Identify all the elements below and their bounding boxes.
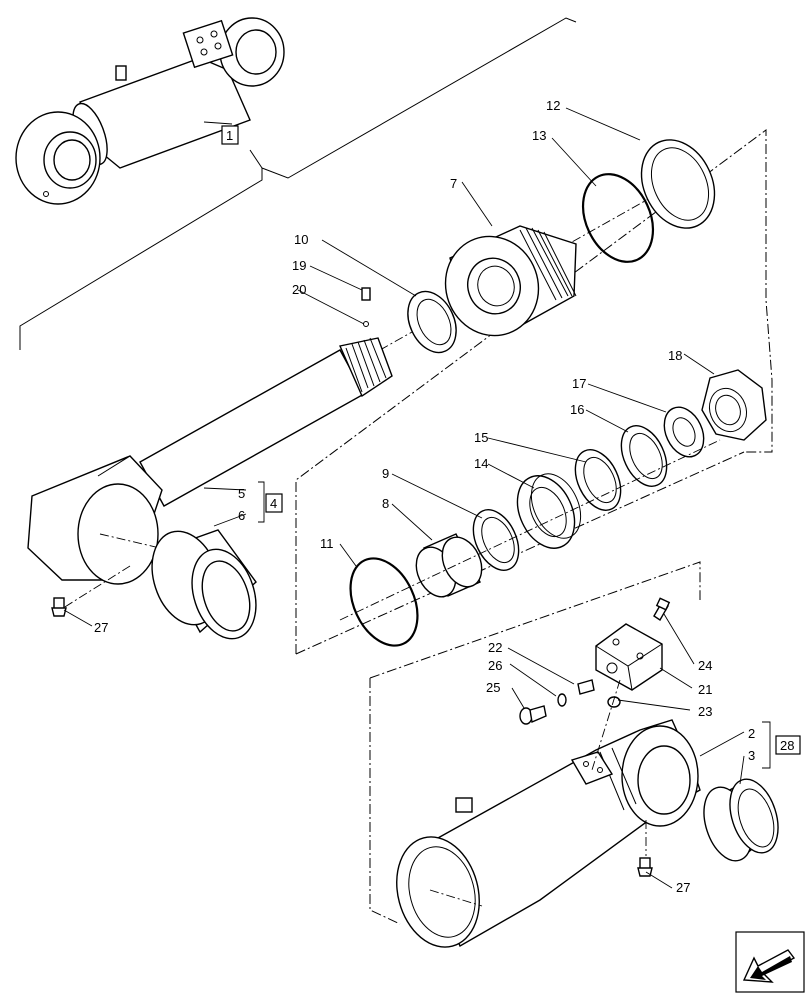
overview-cylinder-assembly [15, 17, 577, 350]
o-ring-13 [581, 173, 655, 263]
callout-8: 8 [382, 496, 389, 511]
callout-16: 16 [570, 402, 584, 417]
piston-rod [27, 169, 701, 611]
callout-23: 23 [698, 704, 712, 719]
nav-arrow-button[interactable] [735, 931, 805, 993]
piston-kit-frame [295, 129, 773, 654]
bushing-8 [415, 533, 483, 598]
ref-box-1 [221, 125, 239, 145]
grease-nipple-rod [51, 597, 67, 617]
o-ring-23 [607, 696, 621, 708]
callout-21: 21 [698, 682, 712, 697]
callout-7: 7 [450, 176, 457, 191]
callout-5: 5 [238, 486, 245, 501]
callout-10: 10 [294, 232, 308, 247]
grease-nipple-barrel [637, 857, 653, 877]
o-ring-26 [557, 693, 567, 707]
callout-4: 4 [270, 496, 277, 511]
callout-12: 12 [546, 98, 560, 113]
callout-13: 13 [532, 128, 546, 143]
cylinder-barrel [396, 679, 701, 948]
piston-seal-14 [516, 473, 582, 549]
callout-24: 24 [698, 658, 712, 673]
seal-ring-15 [574, 449, 622, 511]
seal-ring-9 [472, 509, 520, 571]
ball-20 [363, 321, 369, 327]
nut-18 [701, 369, 767, 441]
piston-kit-frame-lower [295, 451, 745, 655]
callout-3: 3 [748, 748, 755, 763]
callout-19: 19 [292, 258, 306, 273]
callout-28: 28 [780, 738, 794, 753]
bushing-barrel-eye [703, 778, 779, 862]
wear-ring-12 [640, 139, 716, 229]
callout-14: 14 [474, 456, 488, 471]
ref-box-28 [775, 735, 801, 755]
washer-17 [663, 406, 705, 458]
o-ring-11 [349, 557, 419, 647]
callout-26: 26 [488, 658, 502, 673]
callout-11: 11 [320, 536, 334, 551]
callout-1: 1 [226, 128, 233, 143]
rod-seal-10 [407, 290, 457, 354]
bushing-rod-eye [151, 529, 257, 640]
check-valve-22 [577, 679, 595, 695]
set-screw-19 [361, 287, 371, 301]
callout-20: 20 [292, 282, 306, 297]
callout-27-barrel: 27 [676, 880, 690, 895]
callout-17: 17 [572, 376, 586, 391]
barrel-kit-frame [369, 561, 701, 925]
plug-25 [519, 705, 547, 725]
callout-15: 15 [474, 430, 488, 445]
callout-22: 22 [488, 640, 502, 655]
callout-2: 2 [748, 726, 755, 741]
callout-18: 18 [668, 348, 682, 363]
callout-6: 6 [238, 508, 245, 523]
valve-block-21 [595, 623, 663, 691]
callout-25: 25 [486, 680, 500, 695]
bolt-24 [653, 597, 671, 621]
ref-box-4 [265, 493, 283, 513]
callout-labels: 1 12 13 7 10 19 20 18 17 16 15 14 9 8 11… [94, 98, 801, 895]
leader-lines [63, 107, 771, 889]
callout-9: 9 [382, 466, 389, 481]
callout-27-rod: 27 [94, 620, 108, 635]
piston [444, 225, 577, 337]
